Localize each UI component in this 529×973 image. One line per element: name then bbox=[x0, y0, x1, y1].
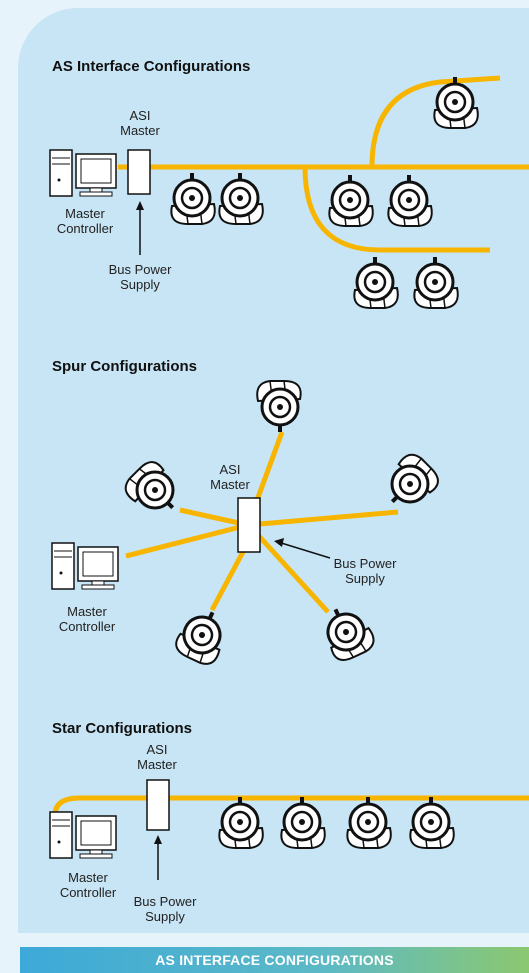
sensor-3 bbox=[327, 173, 375, 228]
as-interface-title: AS Interface Configurations bbox=[52, 58, 251, 75]
sensor-4 bbox=[386, 173, 434, 228]
as-interface-diagram bbox=[49, 75, 529, 310]
bus-cable-upper-branch bbox=[369, 75, 501, 168]
star-diagram bbox=[49, 779, 529, 880]
master-controller-label-2: Master Controller bbox=[58, 604, 116, 634]
master-controller-computer-1 bbox=[49, 149, 117, 197]
master-controller-label-3: Master Controller bbox=[59, 870, 117, 900]
sensor-6 bbox=[352, 255, 400, 310]
bus-cable-lower-branch bbox=[302, 166, 490, 253]
star-sensor-2 bbox=[279, 795, 327, 850]
asi-master-label-2: ASI Master bbox=[210, 462, 250, 492]
master-controller-label-1: Master Controller bbox=[56, 206, 114, 236]
sensor-5 bbox=[432, 75, 480, 130]
star-sensor-1 bbox=[217, 795, 265, 850]
asi-master-box-2 bbox=[237, 497, 261, 553]
bus-power-arrow-2 bbox=[277, 541, 331, 559]
sensor-7 bbox=[412, 255, 460, 310]
asi-master-label-1: ASI Master bbox=[120, 108, 160, 138]
spur-sensor-right bbox=[374, 447, 445, 518]
master-controller-computer-2 bbox=[51, 542, 119, 590]
footer-caption: AS INTERFACE CONFIGURATIONS bbox=[155, 952, 394, 968]
spur-sensor-top bbox=[255, 379, 303, 434]
sensor-2 bbox=[217, 171, 265, 226]
spur-sensor-bottom-left bbox=[170, 602, 235, 670]
spur-title: Spur Configurations bbox=[52, 358, 197, 375]
bus-power-supply-label-1: Bus Power Supply bbox=[108, 262, 172, 292]
asi-master-box-3 bbox=[146, 779, 170, 831]
asi-master-box-1 bbox=[127, 149, 151, 195]
bus-power-supply-label-3: Bus Power Supply bbox=[133, 894, 197, 924]
star-sensor-3 bbox=[345, 795, 393, 850]
star-title: Star Configurations bbox=[52, 720, 193, 737]
footer-caption-bar: AS INTERFACE CONFIGURATIONS bbox=[20, 947, 529, 973]
bus-power-supply-label-2: Bus Power Supply bbox=[333, 556, 397, 586]
sensor-1 bbox=[169, 171, 217, 226]
star-sensor-4 bbox=[408, 795, 456, 850]
spur-diagram bbox=[51, 379, 445, 670]
master-controller-computer-3 bbox=[49, 811, 117, 859]
spur-sensor-left bbox=[118, 455, 189, 526]
asi-master-label-3: ASI Master bbox=[137, 742, 177, 772]
